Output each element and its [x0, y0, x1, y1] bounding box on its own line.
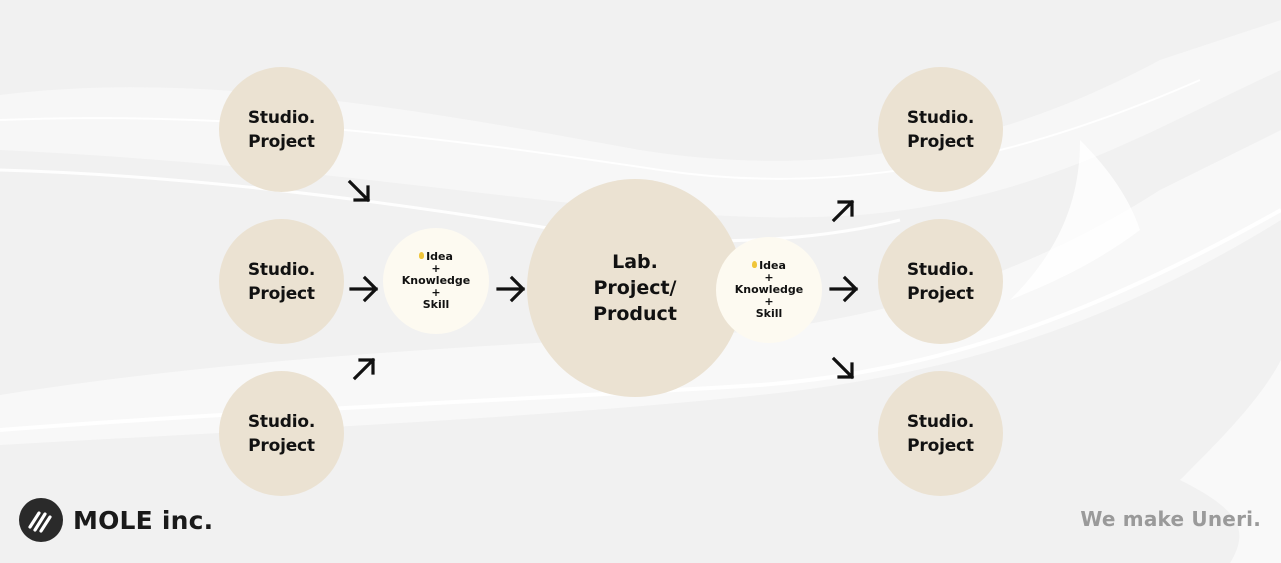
- combiner-right-idea: Idea: [759, 259, 786, 272]
- output-1-line2: Project: [907, 131, 974, 152]
- center-line-1: Lab.: [612, 251, 658, 273]
- input-2-line1: Studio.: [247, 259, 316, 280]
- brand-name: MOLE inc.: [73, 505, 214, 535]
- input-studio-project-1: Studio. Project: [219, 67, 344, 192]
- input-3-line1: Studio.: [247, 411, 316, 432]
- arrow-down-right-icon: [831, 356, 855, 380]
- combiner-left-skill: Skill: [422, 298, 450, 311]
- input-1-line1: Studio.: [247, 107, 316, 128]
- input-2-line2: Project: [248, 283, 315, 304]
- brand-logo: MOLE inc.: [19, 498, 213, 542]
- output-studio-project-2: Studio. Project: [878, 219, 1003, 344]
- input-studio-project-3: Studio. Project: [219, 371, 344, 496]
- combiner-right-skill: Skill: [755, 307, 783, 320]
- arrow-right-icon: [829, 275, 859, 303]
- arrow-up-right-icon: [831, 199, 855, 223]
- center-line-3: Product: [593, 303, 677, 325]
- combiner-left-plus-2: +: [431, 286, 441, 299]
- tagline: We make Uneri.: [1080, 507, 1261, 531]
- output-studio-project-3: Studio. Project: [878, 371, 1003, 496]
- output-2-line1: Studio.: [906, 259, 975, 280]
- combiner-left-knowledge: Knowledge: [401, 274, 471, 287]
- output-studio-project-1: Studio. Project: [878, 67, 1003, 192]
- output-3-line2: Project: [907, 435, 974, 456]
- mole-logo-icon: [19, 498, 63, 542]
- center-lab-project-product: Lab. Project/ Product: [527, 179, 743, 397]
- output-2-line2: Project: [907, 283, 974, 304]
- combiner-right: Idea + Knowledge + Skill: [716, 237, 822, 343]
- center-line-2: Project/: [593, 277, 677, 299]
- input-1-line2: Project: [248, 131, 315, 152]
- input-studio-project-2: Studio. Project: [219, 219, 344, 344]
- arrow-right-icon: [349, 275, 379, 303]
- combiner-left-plus-1: +: [431, 262, 441, 275]
- lightbulb-icon: [752, 261, 758, 268]
- output-1-line1: Studio.: [906, 107, 975, 128]
- arrow-down-right-icon: [347, 179, 371, 203]
- combiner-right-knowledge: Knowledge: [734, 283, 804, 296]
- output-3-line1: Studio.: [906, 411, 975, 432]
- combiner-left-idea: Idea: [426, 250, 453, 263]
- arrow-right-icon: [496, 275, 526, 303]
- combiner-left: Idea + Knowledge + Skill: [383, 228, 489, 334]
- lightbulb-icon: [419, 252, 425, 259]
- combiner-right-plus-1: +: [764, 271, 774, 284]
- input-3-line2: Project: [248, 435, 315, 456]
- combiner-right-plus-2: +: [764, 295, 774, 308]
- arrow-up-right-icon: [352, 357, 376, 381]
